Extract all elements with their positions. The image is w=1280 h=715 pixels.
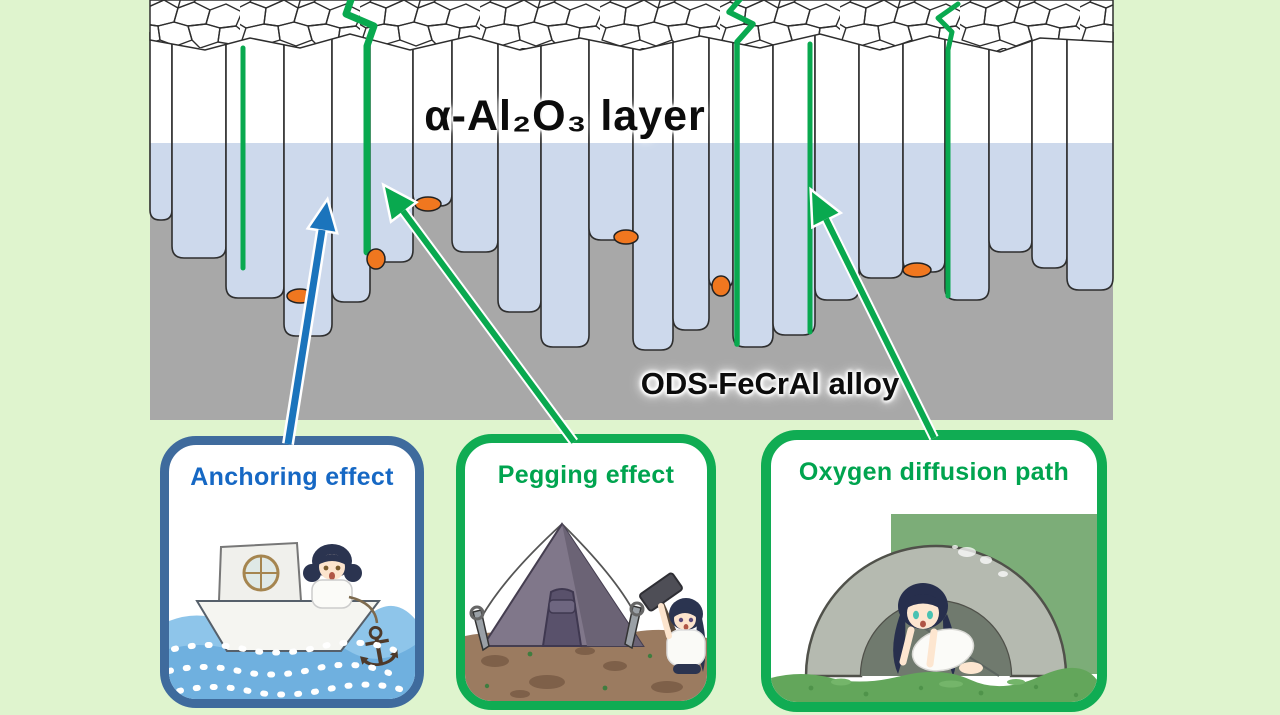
card-title: Anchoring effect	[190, 463, 394, 491]
anchor-rope	[348, 595, 379, 624]
tent-peg-icon	[624, 601, 645, 650]
boat-anchor-illustration: ⚓	[169, 541, 415, 699]
chibi-girl	[303, 544, 362, 609]
alloy-label: ODS-FeCrAl alloy	[640, 366, 900, 401]
chibi-girl	[658, 598, 706, 674]
card-anchoring-effect: Anchoring effect ⚓	[160, 436, 424, 708]
card-pegging-effect: Pegging effect	[456, 434, 716, 710]
card-title: Pegging effect	[497, 461, 675, 489]
oxygen-diffusion-lines	[240, 0, 961, 347]
tent-guy-line	[480, 523, 563, 619]
alumina-layer-label: α-Al₂O₃ layer	[424, 92, 706, 140]
card-oxygen-diffusion-path: Oxygen diffusion path	[761, 430, 1107, 712]
tent-peg-icon	[469, 605, 490, 652]
tent-illustration	[465, 522, 707, 701]
tunnel-illustration	[771, 514, 1097, 702]
card-title: Oxygen diffusion path	[798, 458, 1070, 486]
chibi-girl	[893, 583, 983, 676]
